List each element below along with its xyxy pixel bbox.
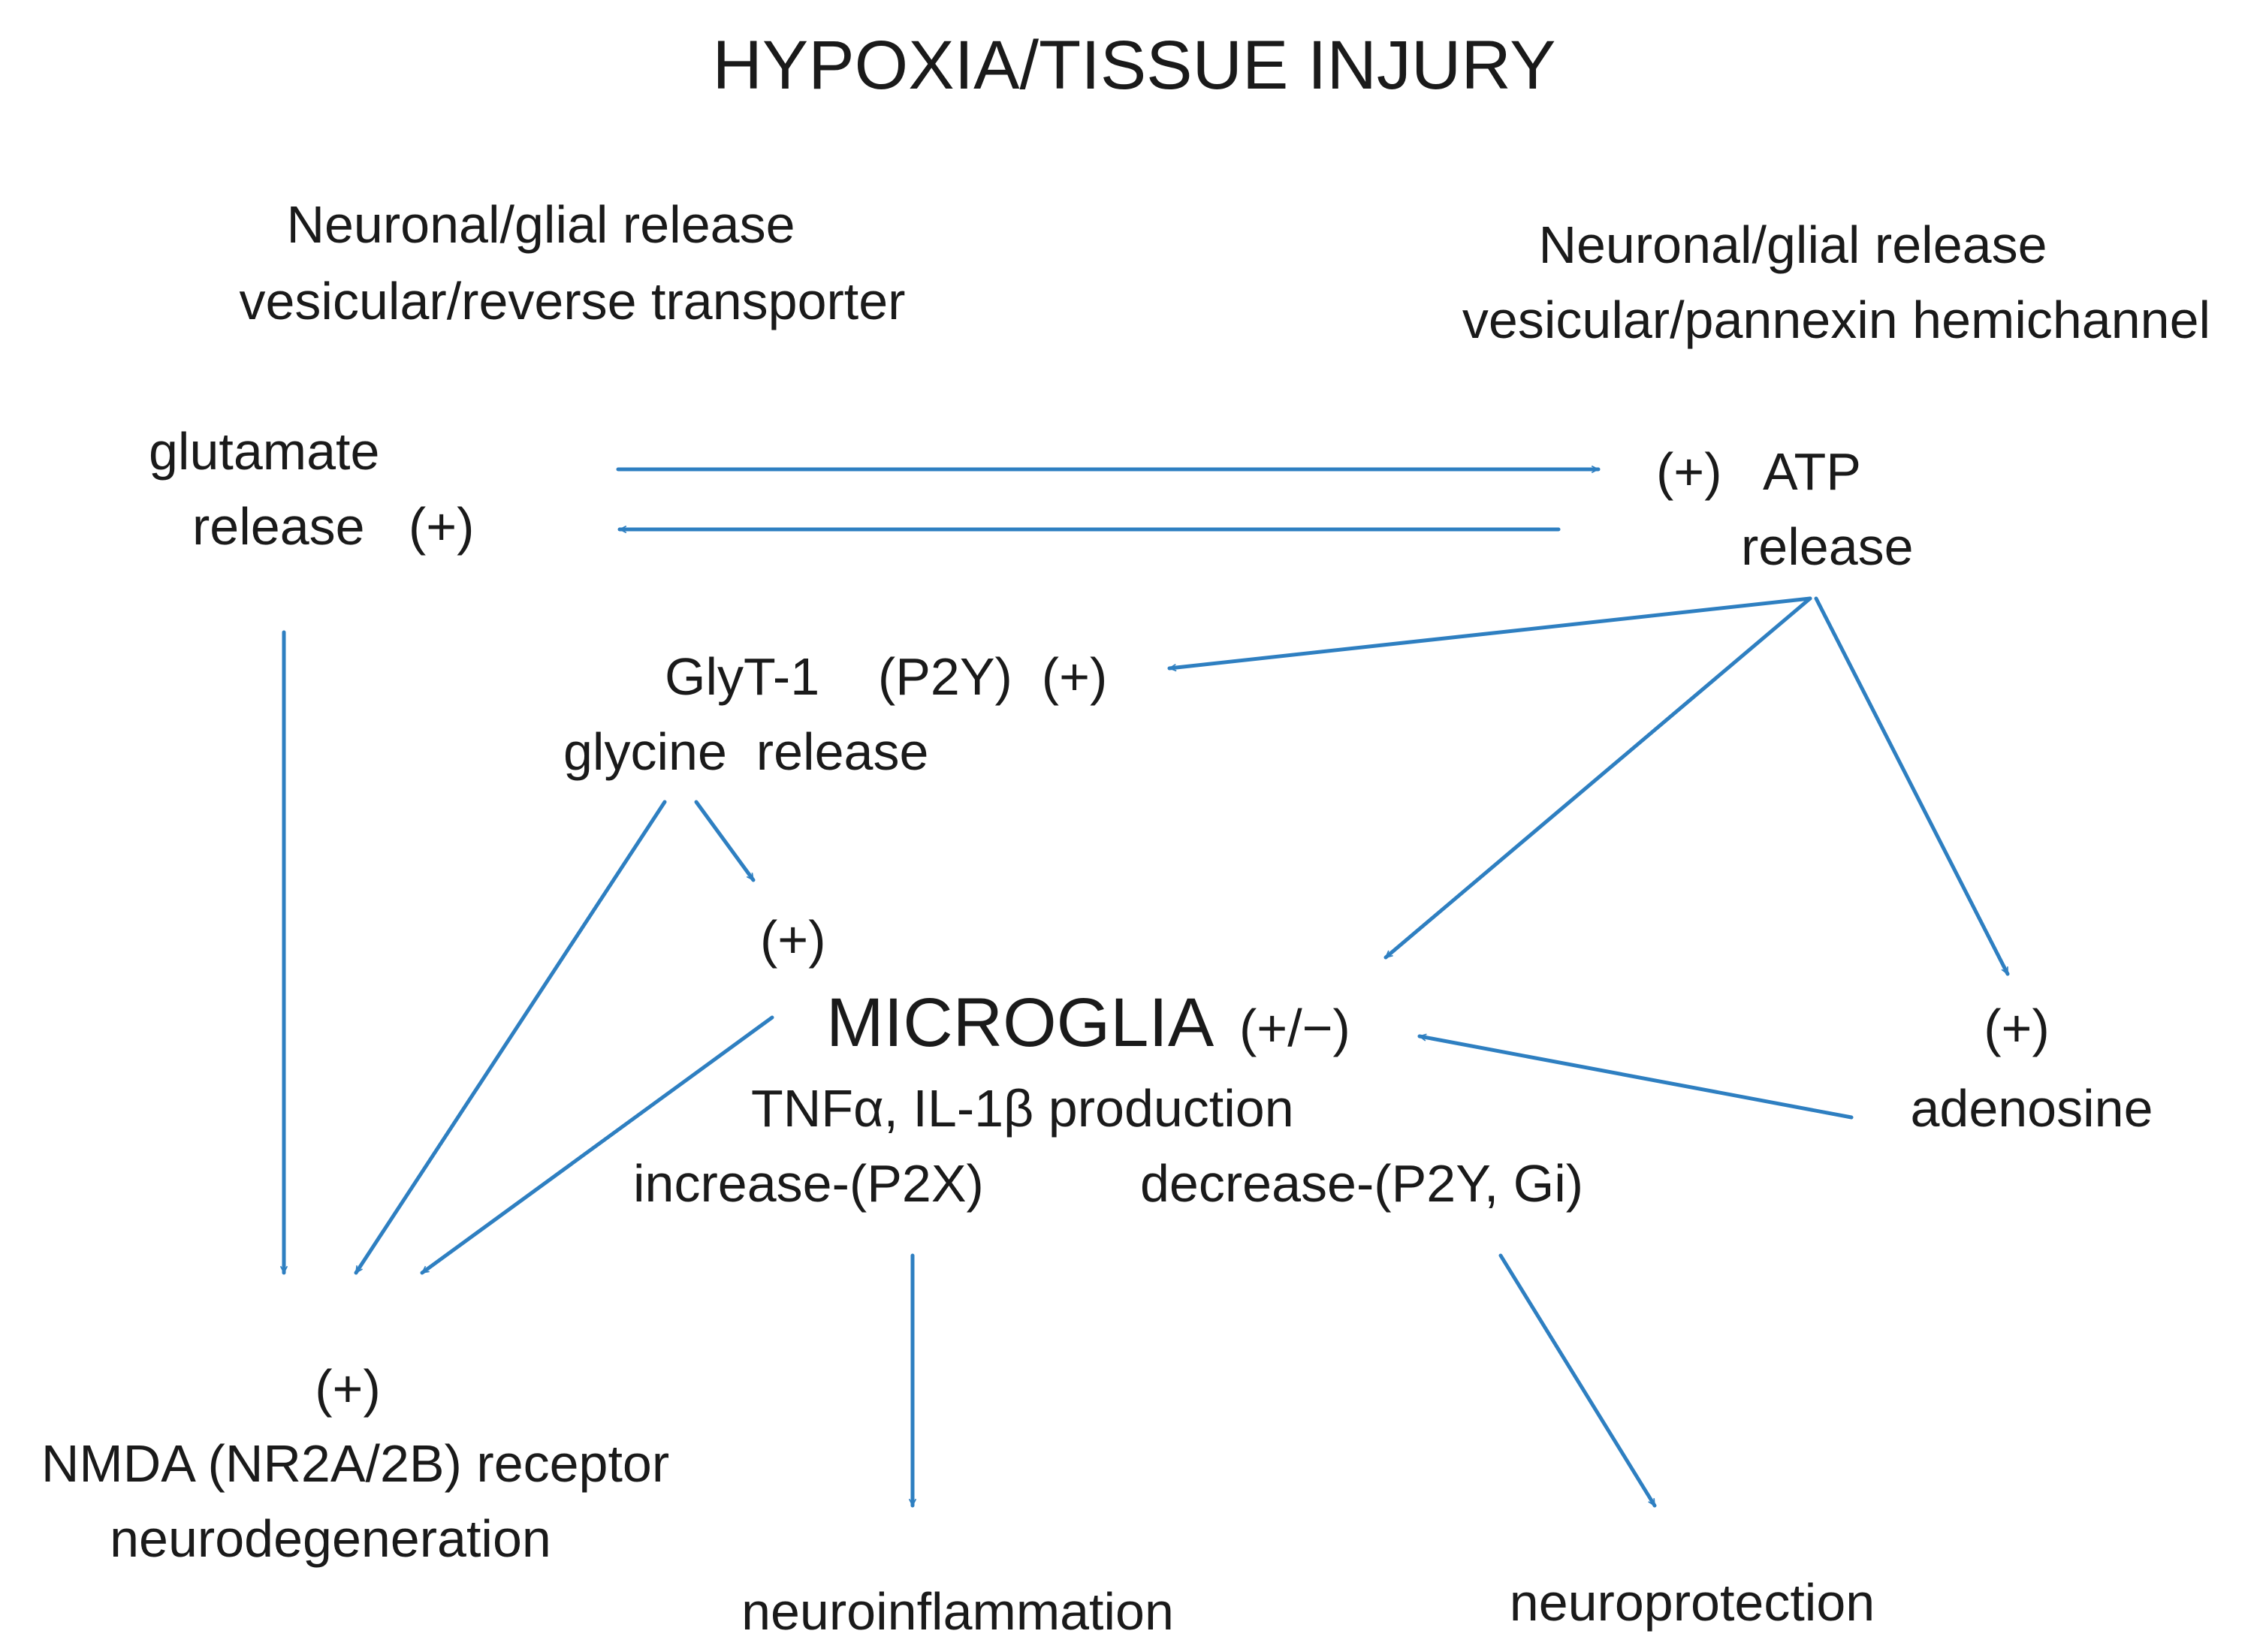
atp-line2: release <box>1741 517 1914 576</box>
nmda-line2: NMDA (NR2A/2B) receptor <box>41 1434 669 1493</box>
nmda-node: (+) NMDA (NR2A/2B) receptor neurodegener… <box>41 1359 669 1568</box>
microglia-label: MICROGLIA <box>826 984 1214 1061</box>
arrow-atp-to-adenosine <box>1814 596 2010 976</box>
arrow-decrease-to-neuroprotection <box>1498 1253 1657 1508</box>
neuronal-right-line1: Neuronal/glial release <box>1538 216 2047 274</box>
microglia-node: MICROGLIA (+/−) TNFα, IL-1β production i… <box>633 984 1583 1213</box>
neuroprotection-label: neuroprotection <box>1510 1573 1875 1632</box>
glutamate-node: glutamate release (+) <box>149 422 474 556</box>
arrow-atp-to-microglia <box>1383 596 1812 960</box>
glutamate-line1: glutamate <box>149 422 379 481</box>
glycine-node: GlyT-1 (P2Y) (+) glycine release <box>563 647 1107 781</box>
arrow-microglia-to-nmda <box>420 1015 774 1275</box>
microglia-decrease: decrease-(P2Y, Gi) <box>1140 1154 1583 1213</box>
neuronal-release-left: Neuronal/glial release vesicular/reverse… <box>240 195 906 330</box>
glycine-line2: glycine release <box>563 722 928 781</box>
microglia-increase: increase-(P2X) <box>633 1154 984 1213</box>
arrow-adenosine-to-microglia <box>1417 1036 1854 1120</box>
neuronal-right-line2: vesicular/pannexin hemichannel <box>1462 291 2210 349</box>
atp-node: (+) ATP release <box>1656 442 1914 576</box>
microglia-suffix: (+/−) <box>1239 999 1350 1057</box>
neuronal-left-line2: vesicular/reverse transporter <box>240 272 906 330</box>
adenosine-node: (+) adenosine <box>1910 999 2153 1138</box>
microglia-production: TNFα, IL-1β production <box>751 1079 1294 1138</box>
nmda-line1: (+) <box>315 1359 381 1418</box>
diagram-title: HYPOXIA/TISSUE INJURY <box>712 27 1555 104</box>
glycine-line1: GlyT-1 (P2Y) (+) <box>665 647 1107 706</box>
arrow-glycine-to-microglia <box>694 800 756 882</box>
microglia-plus-label: (+) <box>760 910 826 969</box>
arrow-atp-to-glycine <box>1167 596 1812 668</box>
arrow-glycine-to-nmda <box>354 800 667 1275</box>
adenosine-line1: (+) <box>1984 999 2050 1057</box>
adenosine-line2: adenosine <box>1910 1079 2153 1138</box>
neuronal-release-right: Neuronal/glial release vesicular/pannexi… <box>1462 216 2210 349</box>
neuroinflammation-label: neuroinflammation <box>741 1582 1174 1641</box>
nmda-line3: neurodegeneration <box>110 1509 551 1568</box>
glutamate-line2: release (+) <box>192 497 474 556</box>
atp-line1: (+) ATP <box>1656 442 1861 501</box>
neuronal-left-line1: Neuronal/glial release <box>286 195 795 254</box>
